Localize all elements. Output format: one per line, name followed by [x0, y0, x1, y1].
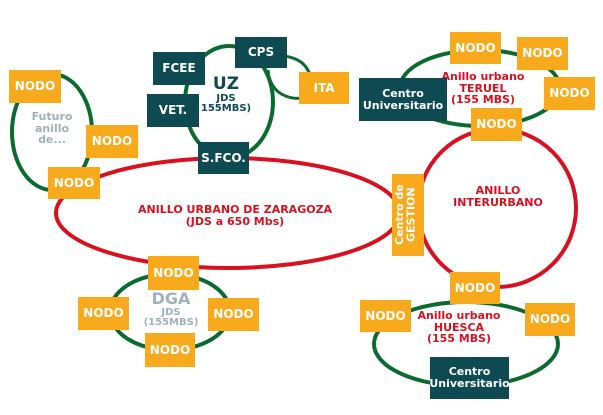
cps-node[interactable]: CPS: [235, 37, 287, 68]
huesca-node-3[interactable]: NODO: [525, 303, 575, 336]
teruel-node-2[interactable]: NODO: [517, 37, 568, 70]
teruel-node-3[interactable]: NODO: [544, 77, 595, 110]
uz-speed: 155MBS): [200, 103, 252, 115]
interurbano-line2: INTERURBANO: [453, 195, 543, 209]
uz-title: UZ: [212, 74, 240, 94]
futuro-node-2[interactable]: NODO: [86, 125, 138, 158]
huesca-line1: Anillo urbano: [417, 309, 501, 322]
sfco-node[interactable]: S.FCO.: [198, 142, 249, 174]
futuro-node-1[interactable]: NODO: [9, 70, 61, 103]
dga-node-2[interactable]: NODO: [78, 297, 129, 330]
fcee-node[interactable]: FCEE: [153, 52, 205, 85]
futuro-ring-label: Futuro anillo de...: [22, 111, 82, 146]
centro-gestion-label: Centro de GESTION: [393, 184, 418, 246]
zaragoza-ring-label: ANILLO URBANO DE ZARAGOZA (JDS a 650 Mbs…: [120, 204, 350, 227]
dga-node-4[interactable]: NODO: [145, 333, 195, 367]
huesca-line2: HUESCA: [433, 320, 485, 334]
futuro-line2: anillo: [34, 121, 70, 135]
futuro-line3: de...: [38, 133, 66, 147]
huesca-ring-label: Anillo urbano HUESCA (155 MBS): [414, 310, 504, 345]
huesca-node-1[interactable]: NODO: [450, 272, 500, 304]
dga-title: DGA: [151, 289, 191, 308]
teruel-line2: TERUEL: [459, 81, 507, 95]
teruel-line3: (155 MBS): [450, 93, 516, 107]
huesca-node-2[interactable]: NODO: [360, 300, 411, 332]
huesca-centro-universitario[interactable]: Centro Universitario: [429, 357, 510, 399]
teruel-node-1[interactable]: NODO: [450, 32, 501, 64]
teruel-line1: Anillo urbano: [441, 70, 525, 83]
centro-gestion-node[interactable]: Centro de GESTION: [392, 174, 424, 256]
zaragoza-title: ANILLO URBANO DE ZARAGOZA: [137, 203, 333, 216]
futuro-line1: Futuro: [31, 110, 73, 123]
vet-node[interactable]: VET.: [147, 94, 199, 127]
teruel-ring-label: Anillo urbano TERUEL (155 MBS): [440, 71, 526, 106]
interurbano-ring-label: ANILLO INTERURBANO: [450, 185, 546, 208]
futuro-node-3[interactable]: NODO: [48, 167, 100, 199]
teruel-centro-universitario[interactable]: Centro Universitario: [359, 78, 447, 121]
dga-jds: JDS: [161, 306, 181, 318]
teruel-node-4[interactable]: NODO: [471, 108, 522, 141]
uz-ring-label: UZ JDS 155MBS): [196, 74, 256, 115]
uz-jds: JDS: [216, 92, 236, 104]
huesca-line3: (155 MBS): [426, 332, 492, 346]
dga-node-3[interactable]: NODO: [208, 298, 259, 331]
dga-speed: (155MBS): [143, 317, 199, 329]
interurbano-line1: ANILLO: [475, 184, 521, 197]
dga-node-1[interactable]: NODO: [148, 256, 199, 290]
zaragoza-subtitle: (JDS a 650 Mbs): [185, 214, 285, 228]
dga-ring-label: DGA JDS (155MBS): [138, 289, 204, 329]
ita-node[interactable]: ITA: [299, 72, 349, 104]
